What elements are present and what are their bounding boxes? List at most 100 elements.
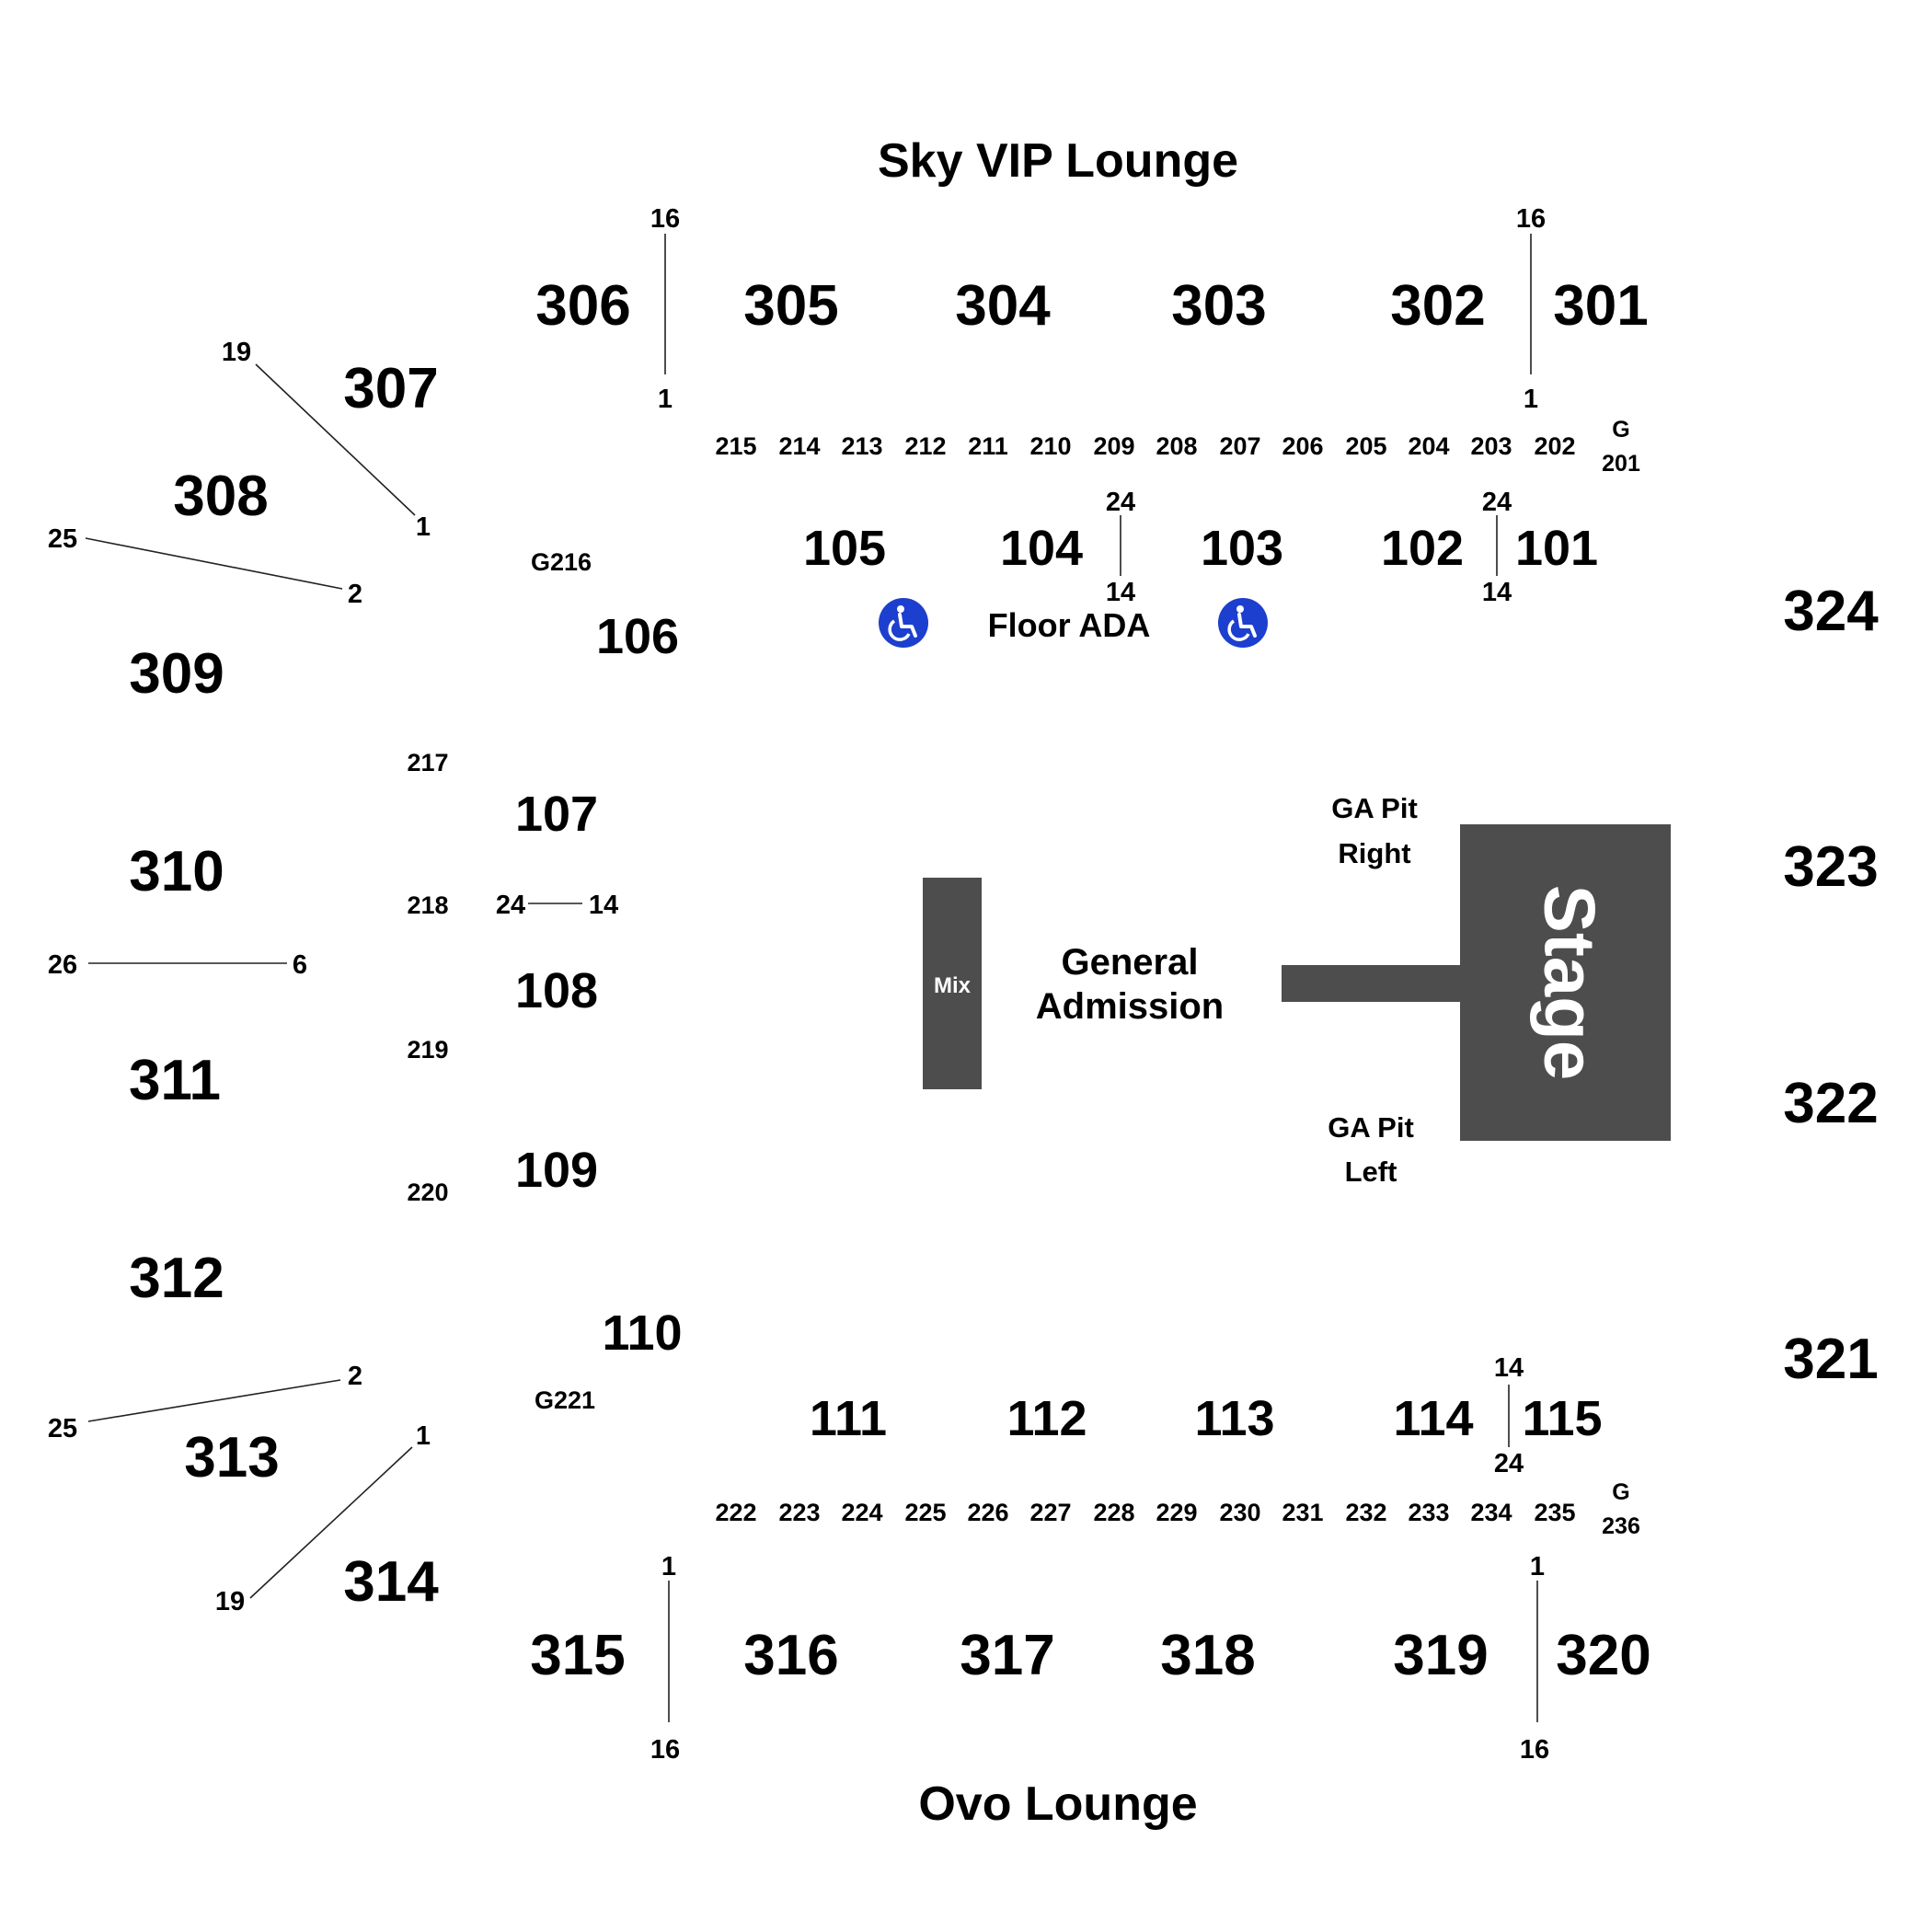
section-107[interactable]: 107 [515,787,598,842]
section-211[interactable]: 211 [968,432,1008,460]
row-line-308 [85,537,343,590]
section-212[interactable]: 212 [904,432,946,460]
section-g221[interactable]: G221 [535,1386,595,1414]
mix-booth[interactable] [923,878,982,1089]
section-215[interactable]: 215 [715,432,756,460]
section-g216[interactable]: G216 [531,548,592,576]
section-109[interactable]: 109 [515,1143,598,1198]
section-233[interactable]: 233 [1408,1499,1449,1526]
section-301[interactable]: 301 [1553,274,1648,338]
section-316[interactable]: 316 [743,1624,838,1687]
section-115[interactable]: 115 [1522,1391,1602,1446]
section-227[interactable]: 227 [1029,1499,1071,1526]
section-228[interactable]: 228 [1093,1499,1134,1526]
section-112[interactable]: 112 [1006,1391,1087,1446]
section-101[interactable]: 101 [1515,521,1598,576]
section-225[interactable]: 225 [904,1499,946,1526]
section-113[interactable]: 113 [1194,1391,1274,1446]
section-103[interactable]: 103 [1201,521,1283,576]
section-207[interactable]: 207 [1219,432,1260,460]
section-111[interactable]: 111 [810,1391,887,1446]
section-319[interactable]: 319 [1393,1624,1488,1687]
section-317[interactable]: 317 [960,1624,1054,1687]
section-229[interactable]: 229 [1156,1499,1197,1526]
section-220[interactable]: 220 [407,1179,448,1206]
section-313[interactable]: 313 [184,1426,279,1489]
section-235[interactable]: 235 [1534,1499,1575,1526]
wheelchair-icon[interactable] [879,598,928,648]
section-222[interactable]: 222 [715,1499,756,1526]
wheelchair-icon[interactable] [1218,598,1268,648]
section-231[interactable]: 231 [1282,1499,1323,1526]
ga-pit-right-line1[interactable]: GA Pit [1331,792,1418,824]
section-306[interactable]: 306 [535,274,630,338]
section-206[interactable]: 206 [1282,432,1323,460]
section-226[interactable]: 226 [967,1499,1008,1526]
section-314[interactable]: 314 [343,1550,439,1614]
section-318[interactable]: 318 [1160,1624,1255,1687]
section-218[interactable]: 218 [407,891,448,919]
section-202[interactable]: 202 [1534,432,1575,460]
section-230[interactable]: 230 [1219,1499,1260,1526]
section-320[interactable]: 320 [1556,1624,1650,1687]
section-324[interactable]: 324 [1783,580,1879,643]
section-308[interactable]: 308 [173,465,268,528]
section-214[interactable]: 214 [778,432,820,460]
section-g201-letter[interactable]: G [1612,417,1629,443]
row-number: 19 [222,338,251,367]
stage-runway [1282,965,1463,1002]
stage-label: Stage [1529,885,1610,1080]
section-304[interactable]: 304 [955,274,1051,338]
section-303[interactable]: 303 [1171,274,1266,338]
ga-pit-left-line1[interactable]: GA Pit [1328,1111,1414,1144]
section-321[interactable]: 321 [1783,1328,1878,1391]
section-114[interactable]: 114 [1393,1391,1473,1446]
section-203[interactable]: 203 [1470,432,1512,460]
section-g201-number[interactable]: 201 [1602,451,1640,477]
section-209[interactable]: 209 [1093,432,1134,460]
section-105[interactable]: 105 [803,521,886,576]
section-312[interactable]: 312 [129,1247,224,1310]
section-307[interactable]: 307 [343,357,438,420]
section-305[interactable]: 305 [743,274,838,338]
row-number: 14 [1494,1353,1524,1383]
row-number: 26 [48,950,77,980]
section-310[interactable]: 310 [129,840,224,903]
section-204[interactable]: 204 [1408,432,1449,460]
row-guide-lines [85,234,1538,1722]
lounge-ovo[interactable]: Ovo Lounge [918,1777,1197,1831]
section-217[interactable]: 217 [407,749,448,776]
section-205[interactable]: 205 [1345,432,1386,460]
stage[interactable] [1460,824,1671,1141]
general-admission-line1[interactable]: General [1062,942,1199,983]
section-106[interactable]: 106 [596,609,679,664]
section-223[interactable]: 223 [778,1499,820,1526]
section-302[interactable]: 302 [1390,274,1485,338]
section-104[interactable]: 104 [1000,521,1083,576]
section-102[interactable]: 102 [1381,521,1464,576]
section-311[interactable]: 311 [129,1049,221,1112]
section-224[interactable]: 224 [841,1499,882,1526]
section-g236-number[interactable]: 236 [1602,1513,1640,1539]
section-208[interactable]: 208 [1156,432,1197,460]
lounge-sky-vip[interactable]: Sky VIP Lounge [878,134,1238,188]
section-309[interactable]: 309 [129,642,224,706]
floor-ada-label[interactable]: Floor ADA [988,606,1151,644]
section-110[interactable]: 110 [602,1305,682,1361]
ga-pit-right-line2[interactable]: Right [1338,837,1410,869]
section-322[interactable]: 322 [1783,1072,1878,1135]
section-219[interactable]: 219 [407,1036,448,1064]
section-234[interactable]: 234 [1470,1499,1512,1526]
section-213[interactable]: 213 [841,432,882,460]
row-line-307 [255,363,416,516]
section-108[interactable]: 108 [515,963,598,1018]
section-210[interactable]: 210 [1029,432,1071,460]
row-number: 1 [416,512,431,542]
section-g236-letter[interactable]: G [1612,1479,1629,1505]
ga-pit-left-line2[interactable]: Left [1345,1156,1397,1188]
section-232[interactable]: 232 [1345,1499,1386,1526]
row-line-313 [87,1379,341,1422]
section-323[interactable]: 323 [1783,835,1878,899]
general-admission-line2[interactable]: Admission [1036,986,1224,1027]
section-315[interactable]: 315 [530,1624,625,1687]
